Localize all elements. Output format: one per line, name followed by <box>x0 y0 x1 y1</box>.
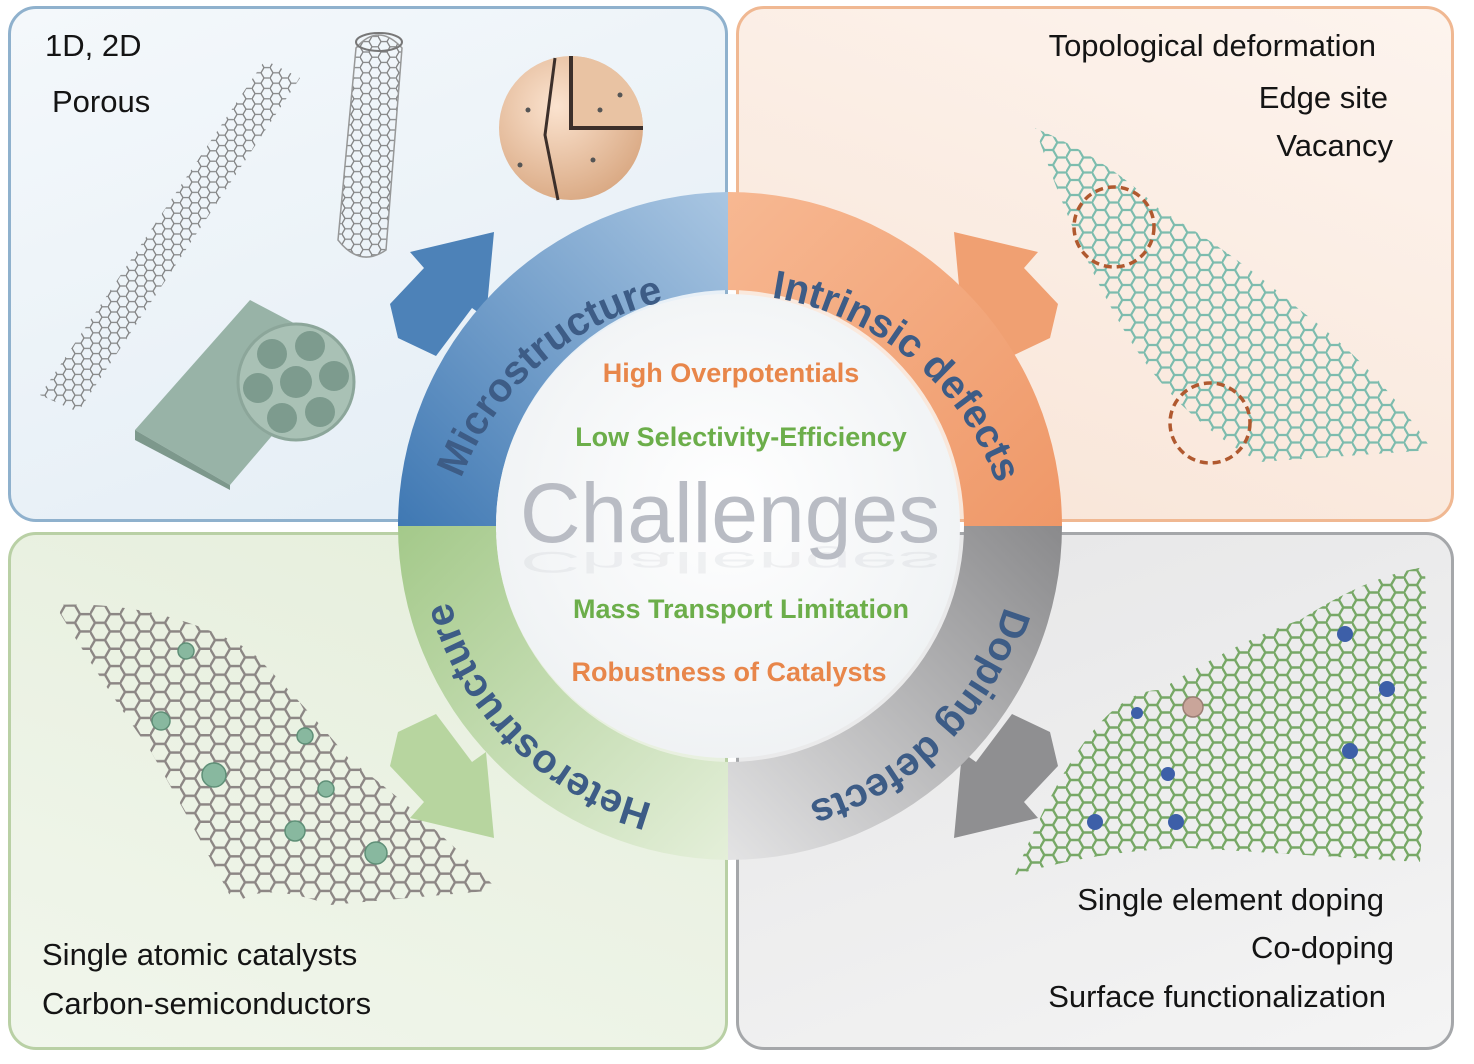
graphene-ribbon-illustration <box>40 60 300 412</box>
intrinsic-defects-line-2: Edge site <box>1258 80 1388 115</box>
ring-segment-heterostructure <box>398 526 728 860</box>
center-disc <box>496 294 960 758</box>
challenge-item-4: Robustness of Catalysts <box>571 657 886 687</box>
heterostructure-line-2: Carbon-semiconductors <box>42 986 372 1021</box>
doped-graphene-sheet-illustration <box>1015 567 1427 875</box>
intrinsic-defects-line-3: Vacancy <box>1276 128 1393 163</box>
ring-arrow-doping-defects <box>954 714 1058 838</box>
intrinsic-defects-line-1: Topological deformation <box>1048 28 1376 63</box>
ring-arrow-heterostructure <box>390 714 494 838</box>
challenge-item-3: Mass Transport Limitation <box>573 594 909 624</box>
center-title-reflection: Challenges <box>520 545 940 578</box>
ring-arrow-microstructure <box>390 232 494 356</box>
carbon-nanotube-illustration <box>337 32 403 258</box>
ring-arrow-intrinsic-defects <box>954 232 1058 356</box>
doping-defects-line-1: Single element doping <box>1077 882 1384 917</box>
ring-segment-doping-defects <box>728 526 1062 860</box>
doping-defects-line-2: Co-doping <box>1250 930 1394 965</box>
honeycomb-block-illustration <box>135 300 356 490</box>
heterostructure-line-1: Single atomic catalysts <box>42 937 358 972</box>
defect-highlight-circles <box>1072 185 1252 465</box>
microstructure-line-1: 1D, 2D <box>45 28 142 63</box>
challenge-item-1: High Overpotentials <box>603 358 860 388</box>
ring-segment-intrinsic-defects <box>728 192 1062 526</box>
center-title: Challenges <box>520 466 940 560</box>
microstructure-line-2: Porous <box>52 84 151 119</box>
single-atom-catalyst-sheet-illustration <box>55 604 498 905</box>
defective-graphene-sheet-illustration <box>1035 128 1432 462</box>
doping-defects-line-3: Surface functionalization <box>1048 979 1386 1014</box>
challenge-item-2: Low Selectivity-Efficiency <box>575 422 907 452</box>
ring-segment-microstructure <box>398 192 728 526</box>
porous-sphere-illustration <box>499 56 643 201</box>
